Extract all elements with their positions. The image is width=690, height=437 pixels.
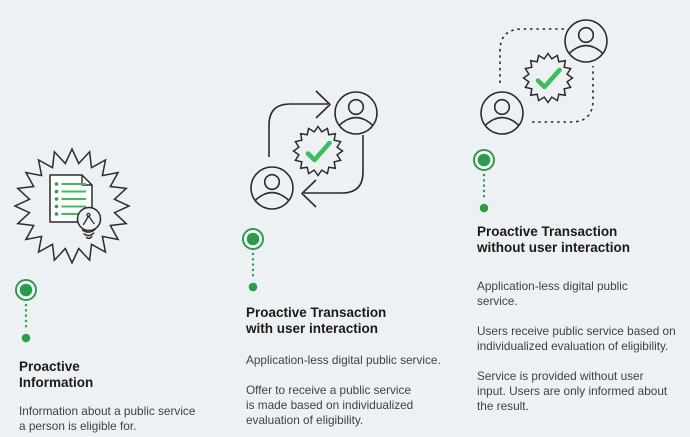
person-icon [250,166,294,210]
timeline-marker-icon [240,226,266,298]
cycle-arrow-top-icon [268,103,328,157]
paragraph: Information about a public service a per… [19,404,196,433]
proactive-information-illustration [13,147,131,265]
lightbulb-icon [76,206,102,240]
paragraph: Users receive public service based on in… [477,324,676,353]
transaction-cycle-illustration [250,90,378,210]
document-list-lines [54,182,86,216]
cycle-arrowhead-left-icon [301,179,317,208]
column-body-proactive-information: Information about a public service a per… [19,404,237,437]
verified-check-badge-icon [294,127,343,176]
person-icon [564,19,608,63]
dashed-connector-bottom-right [532,66,594,123]
cycle-arrowhead-right-icon [315,90,331,119]
paragraph: Service is provided without user input. … [477,369,668,413]
timeline-marker-icon [13,277,39,349]
column-heading-transaction-without-interaction: Proactive Transaction without user inter… [477,224,631,255]
dashed-connector-top-left [499,28,564,85]
paragraph: Offer to receive a public service is mad… [246,383,414,427]
cycle-arrow-bottom-icon [304,135,364,194]
person-icon [480,91,524,135]
paragraph: Application-less digital public service. [246,353,441,367]
column-heading-proactive-information: Proactive Information [19,359,94,390]
transaction-loop-illustration [480,19,608,135]
paragraph: Application-less digital public service. [477,279,628,308]
timeline-marker-icon [471,147,497,219]
column-body-transaction-without-interaction: Application-less digital public service.… [477,279,690,429]
person-icon [334,91,378,135]
column-heading-transaction-with-interaction: Proactive Transaction with user interact… [246,305,387,336]
verified-check-badge-icon [524,54,573,103]
column-body-transaction-with-interaction: Application-less digital public service.… [246,353,464,437]
